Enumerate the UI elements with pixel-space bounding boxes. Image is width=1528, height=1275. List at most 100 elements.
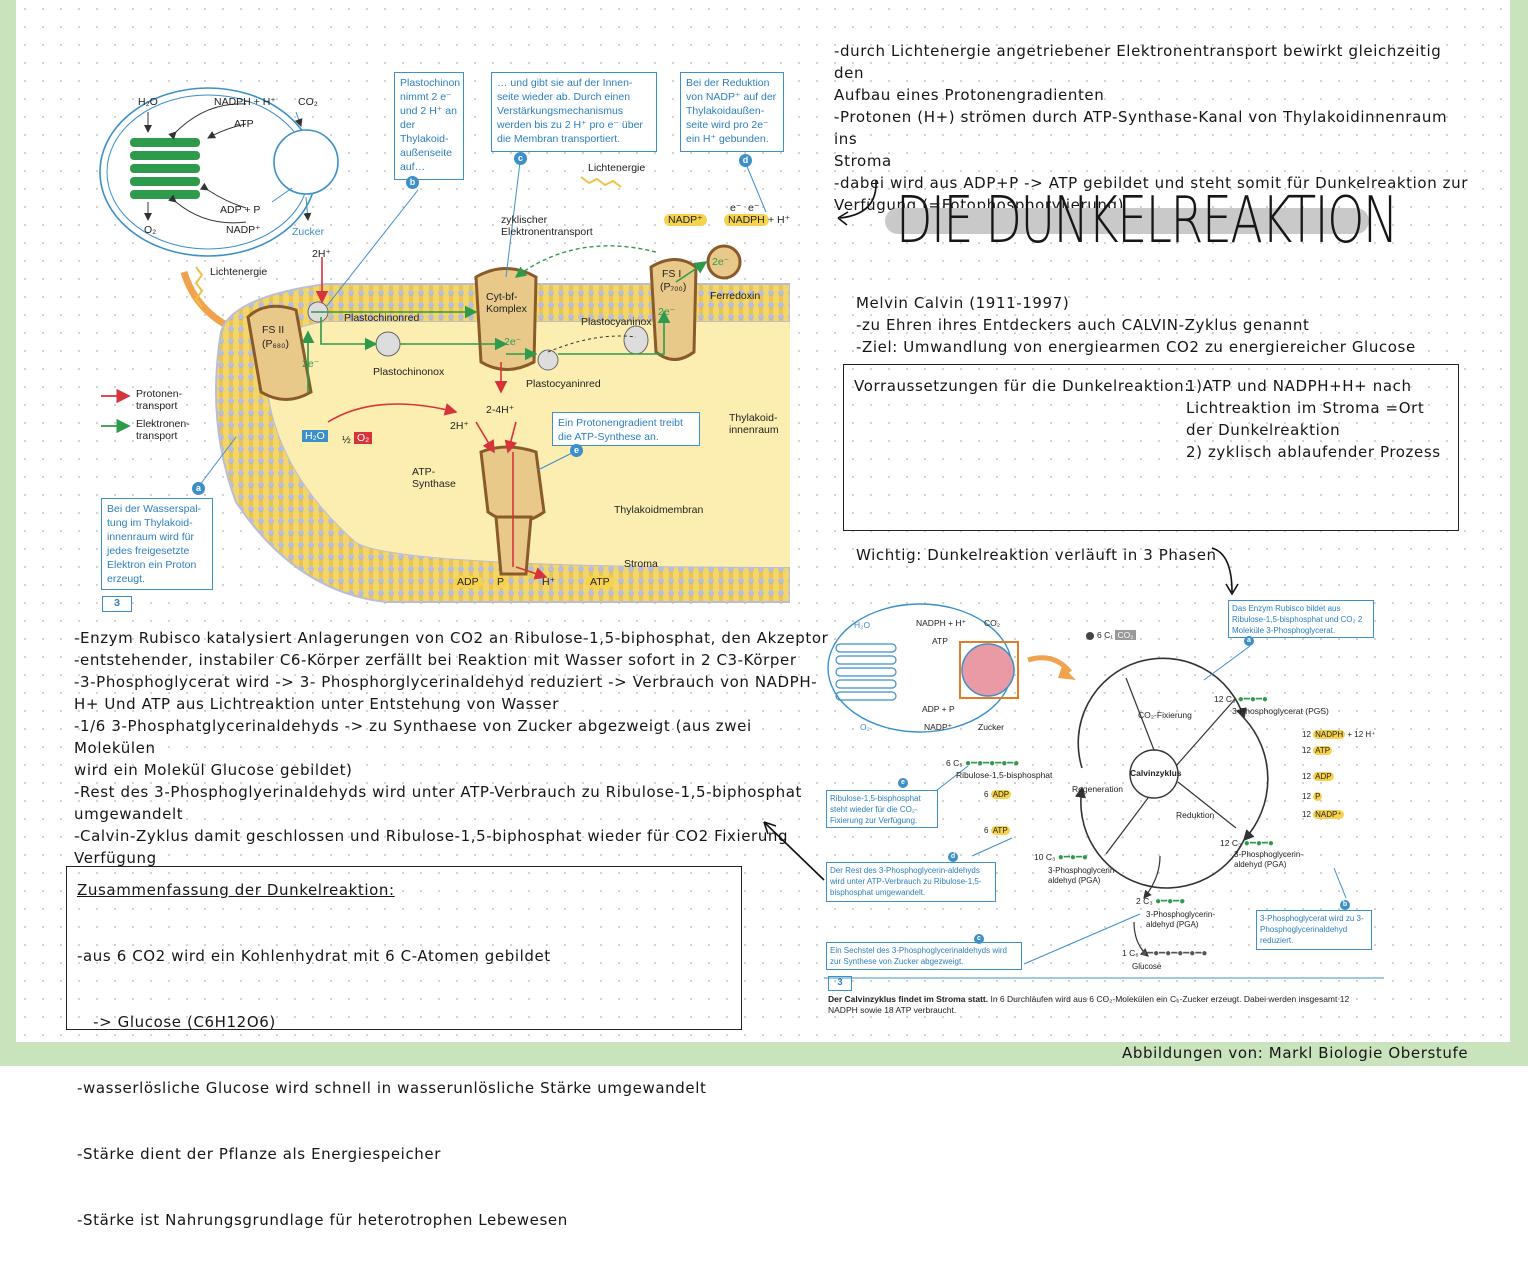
calvin-chloro-co2: CO₂ <box>984 618 1001 628</box>
ribulose-count-text: 6 C₅ <box>946 758 963 768</box>
intro-line: -zu Ehren ihres Entdeckers auch CALVIN-Z… <box>856 316 1310 334</box>
pga12-count: 12 C₃ ●━●━● <box>1220 838 1274 849</box>
legend-elektronen: Elektronen-transport <box>136 418 190 442</box>
calvin-marker-d: d <box>948 852 958 862</box>
summary-list: -aus 6 CO2 wird ein Kohlenhydrat mit 6 C… <box>77 901 737 1275</box>
calvin-callout-e: Ribulose-1,5-bisphosphat steht wieder fü… <box>826 790 938 828</box>
h2o-box-label: H₂O <box>302 430 328 442</box>
atp6-pill: ATP <box>990 826 1010 835</box>
pgs-chain-icon: ●━●━● <box>1237 694 1268 705</box>
plastochinon-ox-label: Plastochinonox <box>373 366 445 378</box>
thylakoid-stack-small <box>835 643 897 701</box>
step-line: -3-Phosphoglycerat wird -> 3- Phosphorgl… <box>74 673 818 691</box>
pga12-count-text: 12 C₃ <box>1220 838 1242 848</box>
adp-row-count: 12 <box>1302 772 1311 781</box>
pointer-arrow <box>763 821 825 881</box>
glucose-count: 1 C₆ ●━●━●━●━●━● <box>1122 948 1207 959</box>
note-line: -Protonen (H+) strömen durch ATP-Synthas… <box>834 108 1448 148</box>
p-row: 12 P <box>1302 792 1323 801</box>
req-line: Lichtreaktion im Stroma =Ort <box>1186 399 1425 417</box>
co2-input-label: 6 C₁ CO₂ <box>1086 630 1136 640</box>
calvin-callout-d: Der Rest des 3-Phosphoglycerin-aldehyds … <box>826 862 996 902</box>
step-line: -Rest des 3-Phosphoglyerinaldehyds wird … <box>74 783 802 801</box>
pga12-chain-icon: ●━●━● <box>1243 838 1274 849</box>
requirements-box: Vorraussetzungen für die Dunkelreaktion:… <box>843 364 1459 531</box>
ribulose-count: 6 C₅ ●━●━●━●━● <box>946 758 1019 769</box>
plastocyanin-red-label: Plastocyaninred <box>526 378 601 390</box>
two-h-label: 2H⁺ <box>450 420 469 432</box>
summary-line: -> Glucose (C6H12O6) <box>77 1013 276 1031</box>
calvin-chloro-nadph: NADPH + H⁺ <box>916 618 967 628</box>
adp6-pill: ADP <box>990 790 1012 799</box>
chloro-atp-label: ATP <box>234 118 254 130</box>
glucose-label: Glucose <box>1132 962 1162 971</box>
atp-label: ATP <box>586 576 614 588</box>
step-line: -entstehender, instabiler C6-Körper zerf… <box>74 651 797 669</box>
plus-h-label: + H⁺ <box>768 214 791 226</box>
atp-row: 12 ATP <box>1302 746 1333 755</box>
calvinzyklus-label: Calvinzyklus <box>1130 768 1182 778</box>
half-label: ½ <box>342 434 351 446</box>
phases-note: Wichtig: Dunkelreaktion verläuft in 3 Ph… <box>856 546 1217 564</box>
chloro-nadph-label: NADPH + H⁺ <box>214 96 276 108</box>
bottom-border-strip <box>0 1042 1528 1066</box>
two-4h-label: 2-4H⁺ <box>486 404 515 416</box>
lichtenergie-top-label: Lichtenergie <box>588 162 646 174</box>
pga2-chain-icon: ●━●━● <box>1155 896 1186 907</box>
marker-a: a <box>192 482 205 495</box>
callout-b-plastochinon: Plastochinon nimmt 2 e⁻ und 2 H⁺ an der … <box>394 72 464 180</box>
thylakoid-stack <box>130 138 200 199</box>
o2-box-label: O₂ <box>354 432 373 444</box>
marker-e: e <box>570 444 583 457</box>
calvin-callout-b: 3-Phosphoglycerat wird zu 3-Phosphoglyce… <box>1256 910 1372 950</box>
atp-pill: ATP <box>1313 746 1333 755</box>
right-border-strip <box>1510 0 1528 1080</box>
calvin-marker-a: a <box>1244 636 1254 646</box>
nadph-row: 12 NADPH + 12 H⁺ <box>1302 730 1375 739</box>
step-line: Verfügung <box>74 849 157 867</box>
chloro-adp-label: ADP + P <box>220 204 261 216</box>
light-reaction-notes: -durch Lichtenergie angetriebener Elektr… <box>834 40 1474 216</box>
p680-label: (P₆₈₀) <box>262 338 289 350</box>
adp-pill: ADP <box>1313 772 1334 781</box>
chloro-nadp-label: NADP⁺ <box>226 224 261 236</box>
calvin-callout-c: Ein Sechstel des 3-Phosphoglycerinaldehy… <box>826 942 1022 970</box>
calvin-steps-notes: -Enzym Rubisco katalysiert Anlagerungen … <box>74 627 834 869</box>
summary-box: Zusammenfassung der Dunkelreaktion: -aus… <box>66 866 742 1229</box>
calvin-caption-bold: Der Calvinzyklus findet im Stroma statt. <box>828 994 989 1004</box>
calvin-chloro-adp: ADP + P <box>922 704 955 714</box>
phases-arrow <box>1211 547 1239 596</box>
nadp-row: 12 NADP⁺ <box>1302 810 1344 819</box>
footer-strip <box>0 1066 1528 1080</box>
cytbf-label: Cyt-bf-Komplex <box>486 291 527 315</box>
page-heading: DIE DUNKELREAKTION <box>896 184 1398 258</box>
fs2-label: FS II <box>262 324 285 336</box>
calvin-callout-a: Das Enzym Rubisco bildet aus Ribulose-1,… <box>1228 600 1374 638</box>
chloro-zucker-label: Zucker <box>292 226 325 238</box>
figure-number: 3 <box>102 596 132 612</box>
p-row-count: 12 <box>1302 792 1311 801</box>
heading-highlight <box>885 208 1369 234</box>
adp6-row: 6 ADP <box>984 790 1012 799</box>
chloro-co2-label: CO₂ <box>298 96 318 108</box>
co2-dot-icon <box>1086 631 1094 640</box>
plastocyanin-ox-label: Plastocyaninox <box>581 316 652 328</box>
nadph-plus-h: + 12 H⁺ <box>1347 730 1376 739</box>
calvin-cycle-diagram <box>824 603 1384 979</box>
note-line: -durch Lichtenergie angetriebener Elektr… <box>834 42 1442 82</box>
marker-d: d <box>739 154 752 167</box>
chloro-h2o-label: H₂O <box>138 96 158 108</box>
nadp-row-count: 12 <box>1302 810 1311 819</box>
calvin-chloro-nadp: NADP⁺ <box>924 722 953 732</box>
note-line: Stroma <box>834 152 892 170</box>
step-line: -1/6 3-Phosphatglycerinaldehyds -> zu Sy… <box>74 717 752 757</box>
stroma-label: Stroma <box>624 558 658 570</box>
legend-protonen: Protonen-transport <box>136 388 183 412</box>
step-line: umgewandelt <box>74 805 184 823</box>
atp-row-count: 12 <box>1302 746 1311 755</box>
pga2-count: 2 C₃ ●━●━● <box>1136 896 1185 907</box>
left-border-strip <box>0 0 16 1080</box>
nadp-pill: NADP⁺ <box>1313 810 1344 819</box>
ferredoxin-label: Ferredoxin <box>710 290 761 302</box>
calvin-chloro-h2o: H₂O <box>854 620 871 630</box>
